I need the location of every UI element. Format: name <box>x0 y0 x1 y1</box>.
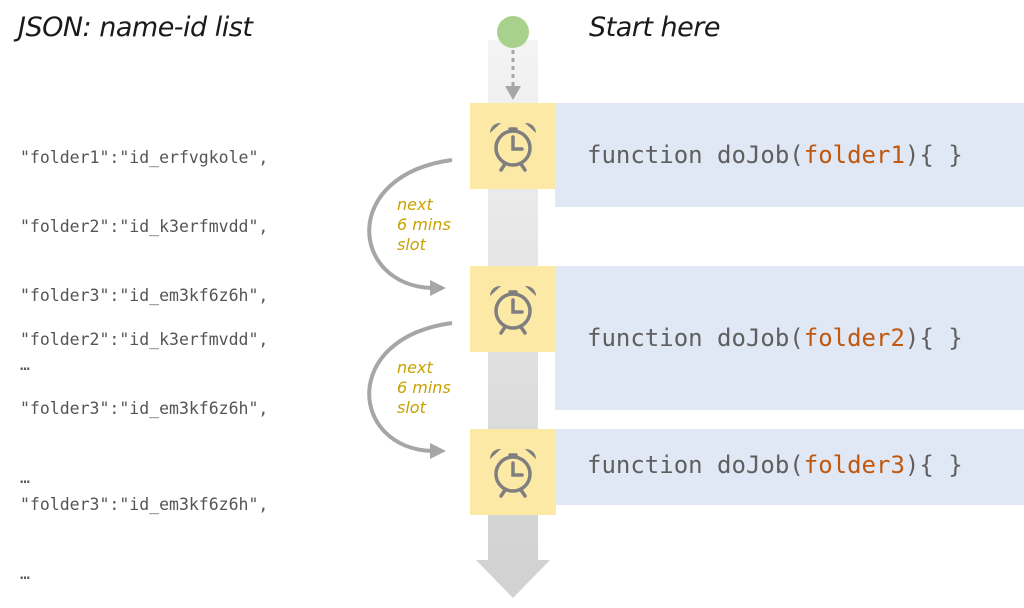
slot-label-line: next <box>397 195 433 214</box>
json-line: "folder2":"id_k3erfmvdd", <box>20 217 269 236</box>
json-ellipsis: … <box>20 564 30 583</box>
alarm-clock-icon <box>489 122 537 172</box>
job-code-prefix: function doJob( <box>587 324 804 352</box>
json-line: "folder3":"id_em3kf6z6h", <box>20 399 269 418</box>
json-list-2: "folder2":"id_k3erfmvdd", "folder3":"id_… <box>20 282 268 512</box>
slot-arrow-2 <box>367 321 453 459</box>
job-code-3: function doJob(folder3){ } <box>587 451 963 479</box>
job-code-suffix: ){ } <box>904 324 963 352</box>
json-line: "folder1":"id_erfvgkole", <box>20 148 269 167</box>
job-code-suffix: ){ } <box>904 141 963 169</box>
slot-label-line: slot <box>397 398 426 417</box>
start-connector <box>505 50 521 100</box>
slot-label-line: slot <box>397 235 426 254</box>
alarm-box-2 <box>470 266 556 352</box>
job-code-arg: folder1 <box>803 141 905 169</box>
json-line: "folder2":"id_k3erfmvdd", <box>20 330 269 349</box>
job-panel-1: function doJob(folder1){ } <box>555 103 1024 207</box>
json-list-3: "folder3":"id_em3kf6z6h", … <box>20 447 268 608</box>
job-code-arg: folder3 <box>803 451 905 479</box>
job-code-1: function doJob(folder1){ } <box>587 141 963 169</box>
job-code-2: function doJob(folder2){ } <box>587 324 963 352</box>
json-line: "folder3":"id_em3kf6z6h", <box>20 495 269 514</box>
job-code-prefix: function doJob( <box>587 451 804 479</box>
alarm-box-3 <box>470 429 556 515</box>
alarm-box-1 <box>470 103 556 189</box>
job-code-prefix: function doJob( <box>587 141 804 169</box>
json-line: "folder3":"id_em3kf6z6h", <box>20 286 269 305</box>
job-code-suffix: ){ } <box>904 451 963 479</box>
slot-label-line: 6 mins <box>397 378 451 397</box>
job-panel-3: function doJob(folder3){ } <box>555 429 1024 505</box>
start-dot-icon <box>497 16 529 48</box>
job-code-arg: folder2 <box>803 324 905 352</box>
slot-label-line: next <box>397 358 433 377</box>
slot-arrow-1 <box>367 158 453 296</box>
json-ellipsis: … <box>20 468 30 487</box>
start-here-heading: Start here <box>589 12 720 43</box>
slot-label-line: 6 mins <box>397 215 451 234</box>
json-list-heading: JSON: name-id list <box>18 12 253 43</box>
slot-label-2: next 6 mins slot <box>397 358 451 418</box>
json-list-1: "folder1":"id_erfvgkole", "folder2":"id_… <box>20 100 268 399</box>
json-ellipsis: … <box>20 355 30 374</box>
job-panel-2: function doJob(folder2){ } <box>555 266 1024 410</box>
slot-label-1: next 6 mins slot <box>397 195 451 255</box>
alarm-clock-icon <box>489 285 537 335</box>
alarm-clock-icon <box>489 448 537 498</box>
